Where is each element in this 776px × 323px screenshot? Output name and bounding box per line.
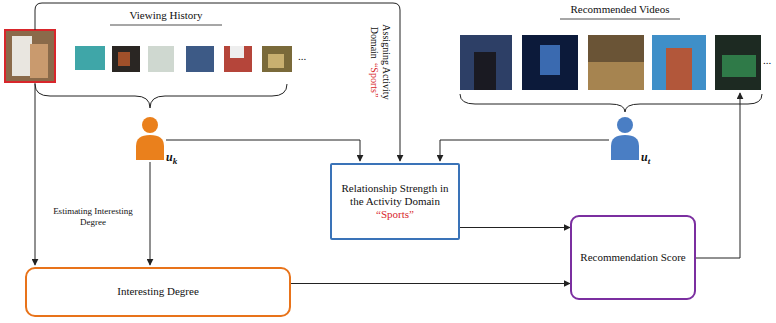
user-name: uk xyxy=(166,150,177,167)
rotated-label: Assigning ActivityDomain “Sports” xyxy=(364,4,392,120)
node-text: Interesting Degree xyxy=(117,285,199,298)
user-index: t xyxy=(648,156,651,166)
user-letter: u xyxy=(166,150,173,164)
estimate-line xyxy=(150,162,151,265)
label-word: “Sports” xyxy=(369,63,380,97)
connector-arrow xyxy=(460,227,570,228)
edge-label: Estimating Interesting Degree xyxy=(43,206,143,228)
ellipsis: ... xyxy=(298,50,314,63)
ellipsis: ... xyxy=(763,54,775,67)
user-index: k xyxy=(173,156,178,166)
label-line: Assigning Activity xyxy=(380,4,392,120)
user-letter: u xyxy=(641,150,648,164)
process-box: Relationship Strength in the Activity Do… xyxy=(330,163,460,240)
process-box: Interesting Degree xyxy=(25,267,291,317)
user-line xyxy=(440,140,609,161)
user-icon xyxy=(611,117,639,160)
node-text: Recommendation Score xyxy=(580,251,685,264)
user-line xyxy=(166,140,360,161)
estimate-line xyxy=(35,83,36,265)
heading: Recommended Videos xyxy=(556,3,684,16)
label-line: Domain “Sports” xyxy=(368,4,380,120)
thumbnail-strip xyxy=(460,35,761,90)
thumbnail-strip xyxy=(5,30,292,82)
output-line xyxy=(696,93,740,258)
curly-brace xyxy=(35,84,287,108)
heading-underline xyxy=(110,25,222,26)
heading: Viewing History xyxy=(108,9,224,22)
label-word: Domain xyxy=(369,27,380,59)
node-text: Relationship Strength in the Activity Do… xyxy=(340,182,450,208)
process-box: Recommendation Score xyxy=(570,215,696,300)
connector-arrow xyxy=(291,283,570,284)
curly-brace xyxy=(460,94,762,112)
assign-line xyxy=(35,3,400,161)
user-name: ut xyxy=(641,150,650,167)
heading-underline xyxy=(560,19,680,20)
node-text: “Sports” xyxy=(376,208,414,221)
user-icon xyxy=(136,117,164,160)
